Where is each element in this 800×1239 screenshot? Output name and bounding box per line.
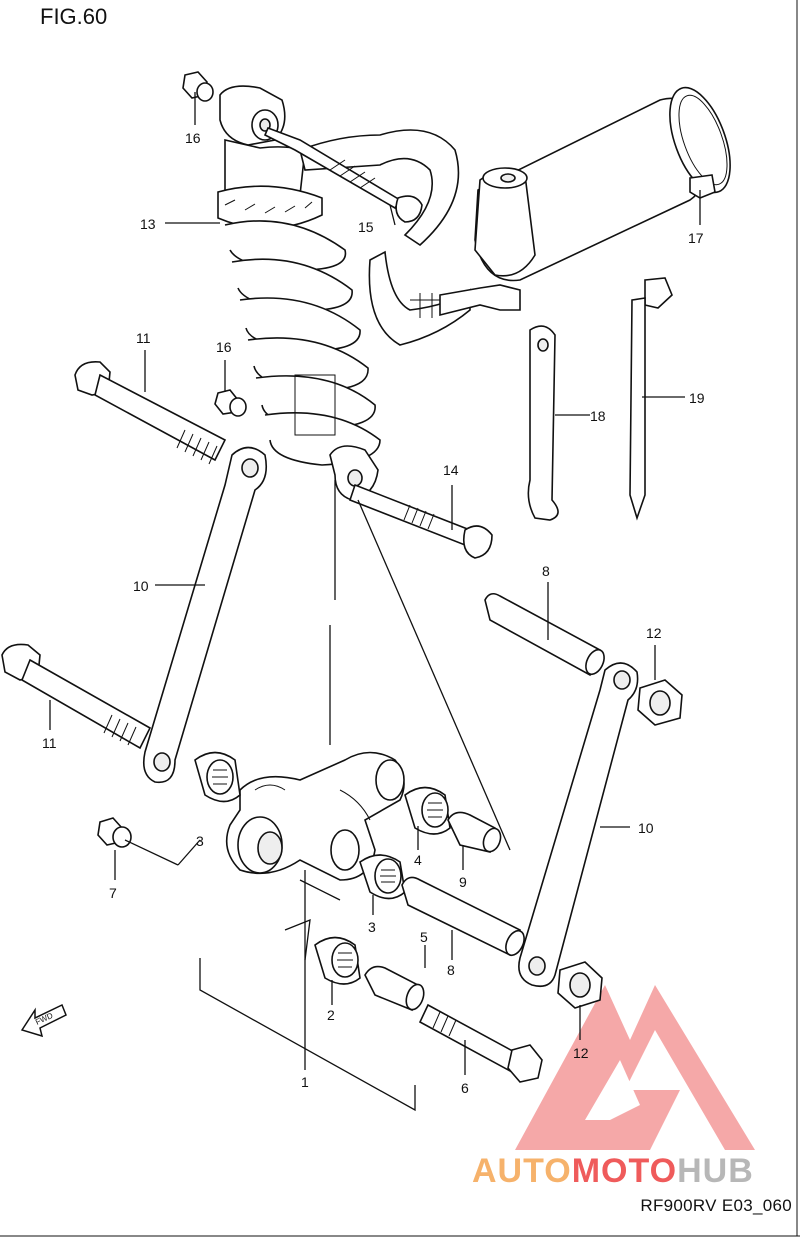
callout-3-lower: 3 bbox=[368, 919, 376, 935]
bolt-11-top bbox=[74, 360, 227, 465]
callout-6: 6 bbox=[461, 1080, 469, 1096]
leader-lines bbox=[49, 92, 701, 1112]
watermark-part-1: AUTO bbox=[472, 1152, 572, 1190]
callout-11-lower: 11 bbox=[42, 735, 57, 751]
bolt-6 bbox=[418, 1003, 543, 1083]
spacer-5 bbox=[364, 965, 425, 1012]
callout-14: 14 bbox=[443, 462, 459, 478]
bolt-15 bbox=[263, 126, 423, 223]
callout-18: 18 bbox=[590, 408, 606, 424]
watermark-part-3: HUB bbox=[677, 1152, 754, 1190]
spacer-9 bbox=[447, 811, 502, 853]
callout-9: 9 bbox=[459, 874, 467, 890]
bearing-4 bbox=[404, 786, 451, 835]
callout-19: 19 bbox=[689, 390, 705, 406]
spacer-8-lower bbox=[401, 876, 525, 957]
nut-16-mid bbox=[214, 389, 247, 417]
callout-2: 2 bbox=[327, 1007, 335, 1023]
callout-labels: 16 13 15 17 11 16 18 19 14 10 8 12 11 10… bbox=[42, 130, 705, 1096]
callout-1: 1 bbox=[301, 1074, 309, 1090]
bearing-2 bbox=[314, 936, 361, 985]
nut-12-top bbox=[637, 679, 683, 726]
nut-7 bbox=[97, 817, 132, 848]
watermark-text: AUTOMOTOHUB bbox=[472, 1152, 754, 1191]
bearing-3-top bbox=[194, 751, 241, 803]
fwd-arrow: FWD bbox=[20, 1003, 67, 1038]
callout-15: 15 bbox=[358, 219, 374, 235]
band-18 bbox=[527, 325, 559, 521]
figure-title: FIG.60 bbox=[40, 4, 108, 29]
band-19 bbox=[629, 277, 673, 521]
nut-16-top bbox=[182, 71, 214, 102]
callout-11-top: 11 bbox=[136, 330, 151, 346]
spacer-8-top bbox=[484, 592, 605, 677]
callout-8-lower: 8 bbox=[447, 962, 455, 978]
watermark-part-2: MOTO bbox=[571, 1152, 678, 1190]
callout-17: 17 bbox=[688, 230, 704, 246]
callout-3-top: 3 bbox=[196, 833, 204, 849]
bolt-14 bbox=[349, 483, 493, 559]
callout-4: 4 bbox=[414, 852, 422, 868]
callout-8-top: 8 bbox=[542, 563, 550, 579]
rod-10-left bbox=[142, 446, 268, 784]
bolt-11-lower bbox=[1, 643, 152, 750]
diagram-code: RF900RV E03_060 bbox=[640, 1196, 792, 1215]
cushion-lever bbox=[225, 751, 405, 881]
nut-12-lower bbox=[557, 961, 603, 1009]
callout-16-top: 16 bbox=[185, 130, 201, 146]
callout-10-right: 10 bbox=[638, 820, 654, 836]
callout-16-mid: 16 bbox=[216, 339, 232, 355]
callout-13: 13 bbox=[140, 216, 156, 232]
callout-5: 5 bbox=[420, 929, 428, 945]
watermark-logo bbox=[515, 985, 755, 1150]
callout-7: 7 bbox=[109, 885, 117, 901]
bearing-3-lower bbox=[359, 854, 406, 900]
callout-10-left: 10 bbox=[133, 578, 149, 594]
callout-12-top: 12 bbox=[646, 625, 662, 641]
rod-10-right bbox=[518, 662, 639, 988]
shock-absorber bbox=[217, 85, 471, 501]
callout-12-lower: 12 bbox=[573, 1045, 589, 1061]
reservoir bbox=[439, 86, 731, 317]
